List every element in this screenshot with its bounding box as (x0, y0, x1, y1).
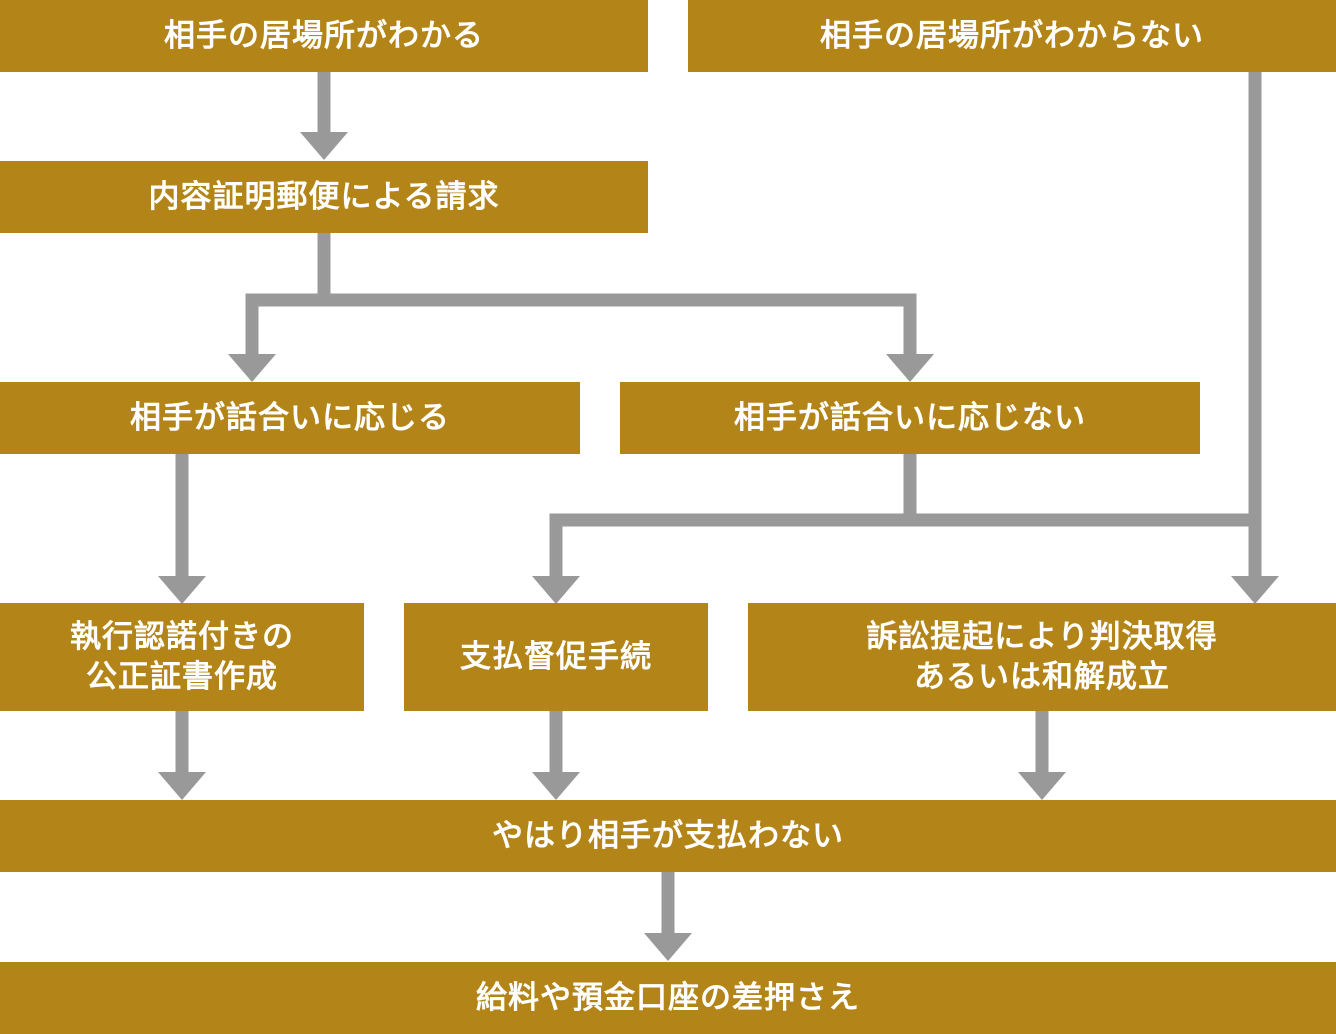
node-notarial-deed-line2: 公正証書作成 (86, 659, 278, 695)
arrowhead-to-deed (158, 576, 206, 604)
arrowhead-to-garnish (644, 933, 692, 961)
arrowhead-deed-to-unpaid (158, 772, 206, 800)
node-certified-mail-label: 内容証明郵便による請求 (148, 178, 500, 215)
node-lawsuit-line1: 訴訟提起により判決取得 (866, 618, 1218, 655)
node-notarial-deed-line1: 執行認諾付きの (70, 618, 294, 655)
node-certified-mail: 内容証明郵便による請求 (0, 161, 648, 233)
arrowhead-demand-to-unpaid (532, 772, 580, 800)
node-lawsuit: 訴訟提起により判決取得 あるいは和解成立 (748, 603, 1336, 711)
node-payment-demand-label: 支払督促手続 (460, 638, 652, 675)
node-refuses: 相手が話合いに応じない (620, 382, 1200, 454)
arrowhead-to-mail (300, 132, 348, 160)
arrowhead-to-refuses (886, 354, 934, 382)
node-garnishment: 給料や預金口座の差押さえ (0, 962, 1336, 1034)
connector-mail-split (245, 232, 331, 357)
node-lawsuit-line2: あるいは和解成立 (914, 659, 1170, 695)
node-agrees: 相手が話合いに応じる (0, 382, 580, 454)
node-still-unpaid: やはり相手が支払わない (0, 800, 1336, 872)
node-location-unknown-label: 相手の居場所がわからない (820, 17, 1204, 54)
node-location-known: 相手の居場所がわかる (0, 0, 648, 72)
node-location-known-label: 相手の居場所がわかる (164, 17, 484, 54)
node-agrees-label: 相手が話合いに応じる (130, 399, 450, 436)
node-refuses-label: 相手が話合いに応じない (734, 399, 1086, 436)
connector-refuses-merge (549, 453, 917, 578)
node-garnishment-label: 給料や預金口座の差押さえ (476, 979, 860, 1016)
node-notarial-deed: 執行認諾付きの 公正証書作成 (0, 603, 364, 711)
node-payment-demand: 支払督促手続 (404, 603, 708, 711)
node-still-unpaid-label: やはり相手が支払わない (492, 817, 844, 854)
connector-mail-to-refuses (324, 293, 917, 357)
arrowhead-to-agrees (228, 354, 276, 382)
arrowhead-to-lawsuit (1231, 576, 1279, 604)
node-location-unknown: 相手の居場所がわからない (688, 0, 1336, 72)
arrowhead-to-demand (532, 576, 580, 604)
arrowhead-lawsuit-to-unpaid (1018, 772, 1066, 800)
